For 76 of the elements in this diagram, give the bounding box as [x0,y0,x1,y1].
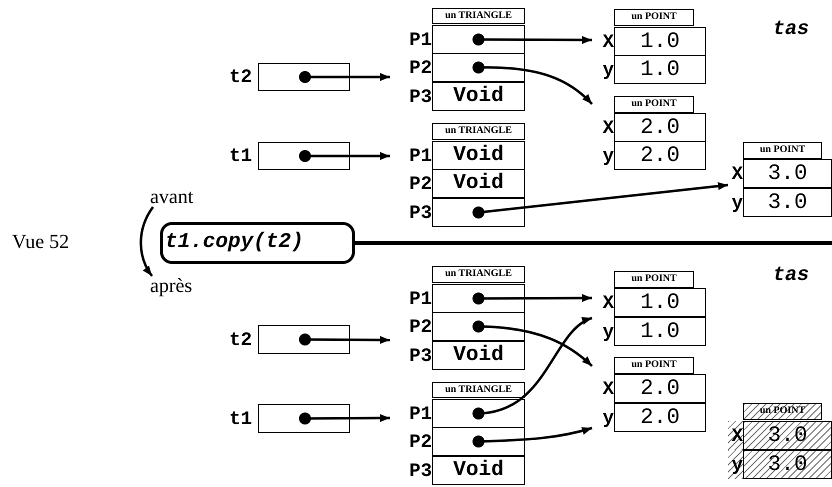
node-label: X [602,378,614,400]
node-label: t1 [229,145,252,167]
node-label: P2 [409,316,432,338]
node-label: 1.0 [640,290,680,315]
node-label: P2 [409,172,432,194]
object-header: un POINT [614,96,694,113]
field-row: y 3.0 [728,450,832,479]
node-label: 2.0 [640,115,680,140]
node-label: P1 [409,402,432,424]
curved-arrow [140,206,154,277]
pointer-arrow [472,292,592,304]
node-label: t2 [229,66,252,88]
view-number: Vue 52 [12,231,70,255]
pointer-arrow [472,320,593,367]
node-label: t2 [229,328,252,350]
node-label: P1 [409,28,432,50]
node-label: 2.0 [640,143,680,168]
node-label: X [602,292,614,314]
pointer-arrow [299,412,390,424]
object-header: un POINT [614,357,694,374]
node-label: y [732,454,743,476]
node-label: P3 [409,460,432,482]
pointer-arrow [472,316,593,420]
node-label: 1.0 [640,29,680,54]
field-row: X 3.0 [728,421,832,450]
node-label: y [602,406,614,428]
pointer-arrow [299,150,390,162]
node-label: X [602,116,614,138]
object-header: un POINT [743,403,822,420]
node-label: t1 [229,408,252,430]
pointer-arrow [299,334,390,346]
node-label: y [602,320,614,342]
node-label: P3 [409,202,432,224]
state-label: avant [150,187,216,207]
node-label: y [732,192,743,214]
object-header: un TRIANGLE [432,123,525,140]
pointer-arrow [472,182,728,218]
object-header: un POINT [614,271,694,288]
node-label: P2 [409,56,432,78]
command-box: t1.copy(t2) [160,222,355,264]
node-label: 3.0 [768,161,808,186]
heap-label: tas [773,264,810,289]
node-label: 2.0 [640,376,680,401]
node-label: P1 [409,144,432,166]
node-label: X [732,424,743,446]
node-label: P3 [409,86,432,108]
node-label: 1.0 [640,319,680,344]
node-label: 3.0 [768,423,808,448]
node-label: X [602,30,614,52]
state-label: après [150,276,216,296]
node-label: Void [453,344,504,367]
pointer-arrow [472,426,592,448]
node-label: 1.0 [640,57,680,82]
pointer-arrow [472,34,592,46]
object-header: un POINT [614,9,694,26]
node-label: 3.0 [768,452,808,477]
object-header: un TRIANGLE [432,382,525,398]
node-label: 2.0 [640,405,680,430]
node-label: Void [453,144,504,167]
heap-label: tas [773,18,810,43]
pointer-arrow [299,71,390,83]
node-label: Void [453,172,504,195]
node-label: 3.0 [768,190,808,215]
node-label: X [732,162,743,184]
object-header: un POINT [743,142,822,159]
object-header: un TRIANGLE [432,266,525,283]
pointer-arrow [472,62,593,105]
node-label: P1 [409,288,432,310]
node-label: Void [453,459,504,482]
object-header: un TRIANGLE [432,8,525,24]
node-label: y [602,58,614,80]
object-box [728,403,832,479]
node-label: P3 [409,344,432,366]
node-label: P2 [409,430,432,452]
node-label: Void [453,85,504,108]
node-label: y [602,144,614,166]
